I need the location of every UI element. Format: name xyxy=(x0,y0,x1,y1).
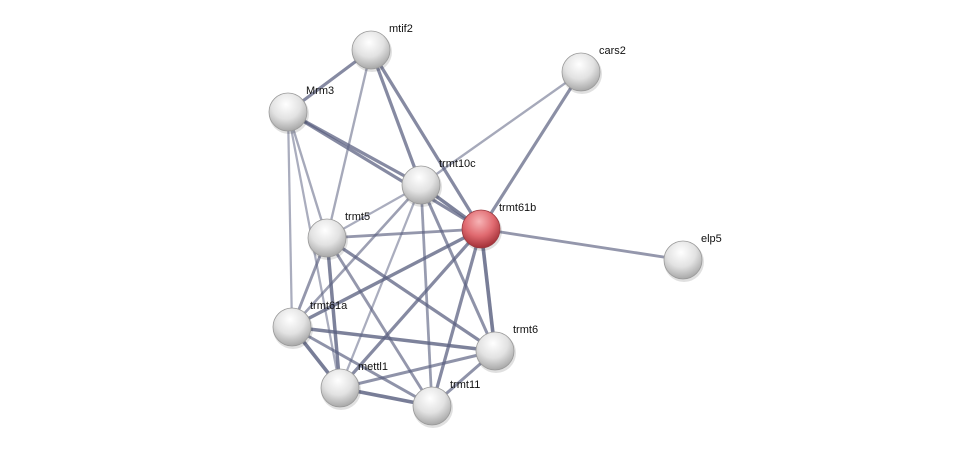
edge-mtif2-trmt61b[interactable] xyxy=(369,49,483,230)
node-label: mettl1 xyxy=(358,361,388,373)
node-trmt5[interactable]: trmt5 xyxy=(307,211,370,260)
node-trmt61a[interactable]: trmt61a xyxy=(272,300,348,349)
edge-trmt5-trmt11[interactable] xyxy=(325,237,434,407)
edge-trmt10c-trmt11[interactable] xyxy=(419,184,434,407)
edge-trmt5-trmt6[interactable] xyxy=(326,236,496,353)
node-trmt61b[interactable]: trmt61b xyxy=(461,202,536,251)
node-trmt10c[interactable]: trmt10c xyxy=(401,158,476,207)
edge-trmt61b-trmt5[interactable] xyxy=(326,227,482,240)
node-sphere[interactable] xyxy=(461,209,501,249)
node-label: trmt10c xyxy=(439,158,476,170)
node-elp5[interactable]: elp5 xyxy=(663,233,722,282)
node-sphere[interactable] xyxy=(320,368,360,408)
node-label: Mrm3 xyxy=(306,85,334,97)
node-label: trmt5 xyxy=(345,211,370,223)
edge-trmt61b-trmt6[interactable] xyxy=(479,228,497,352)
edge-trmt5-mettl1[interactable] xyxy=(325,237,342,389)
node-trmt11[interactable]: trmt11 xyxy=(412,379,480,428)
node-sphere[interactable] xyxy=(351,30,391,70)
edge-mtif2-trmt10c[interactable] xyxy=(369,49,423,186)
node-label: trmt6 xyxy=(513,324,538,336)
edge-cars2-trmt10c[interactable] xyxy=(420,71,582,186)
node-mtif2[interactable]: mtif2 xyxy=(351,23,413,72)
edge-cars2-trmt61b[interactable] xyxy=(479,71,583,230)
node-label: elp5 xyxy=(701,233,722,245)
node-sphere[interactable] xyxy=(268,92,308,132)
node-sphere[interactable] xyxy=(307,218,347,258)
node-label: trmt61b xyxy=(499,202,536,214)
edge-trmt10c-trmt6[interactable] xyxy=(419,184,497,352)
node-sphere[interactable] xyxy=(475,331,515,371)
node-label: mtif2 xyxy=(389,23,413,35)
edge-trmt61a-trmt11[interactable] xyxy=(291,325,433,408)
node-label: cars2 xyxy=(599,45,626,57)
edge-Mrm3-trmt61b[interactable] xyxy=(287,110,482,231)
edge-Mrm3-trmt5[interactable] xyxy=(286,111,329,239)
node-sphere[interactable] xyxy=(561,52,601,92)
node-sphere[interactable] xyxy=(401,165,441,205)
node-mettl1[interactable]: mettl1 xyxy=(320,361,388,410)
node-Mrm3[interactable]: Mrm3 xyxy=(268,85,334,134)
edge-trmt61a-trmt6[interactable] xyxy=(291,325,496,353)
node-cars2[interactable]: cars2 xyxy=(561,45,626,94)
node-sphere[interactable] xyxy=(272,307,312,347)
node-sphere[interactable] xyxy=(412,386,452,426)
node-sphere[interactable] xyxy=(663,240,703,280)
edge-Mrm3-trmt61a[interactable] xyxy=(286,111,294,328)
edge-trmt61b-mettl1[interactable] xyxy=(338,227,483,390)
edge-trmt61b-trmt11[interactable] xyxy=(430,228,483,407)
node-label: trmt61a xyxy=(310,300,348,312)
edge-trmt10c-mettl1[interactable] xyxy=(338,184,423,389)
edge-trmt61b-elp5[interactable] xyxy=(480,227,684,262)
edge-mettl1-trmt6[interactable] xyxy=(339,349,496,390)
node-trmt6[interactable]: trmt6 xyxy=(475,324,538,373)
node-label: trmt11 xyxy=(450,379,480,391)
